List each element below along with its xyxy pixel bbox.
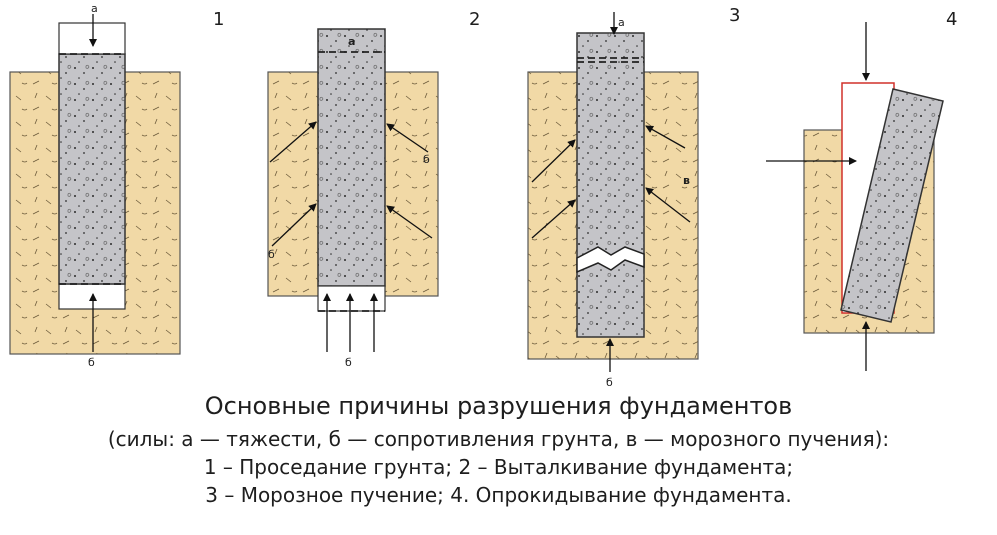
caption-causes-1-2: 1 – Проседание грунта; 2 – Выталкивание … xyxy=(203,455,794,479)
force-label-b-left: б xyxy=(268,248,275,261)
force-arrow-left-lower xyxy=(531,199,576,239)
concrete-texture xyxy=(841,89,943,322)
force-label-a: а xyxy=(618,16,625,29)
panel-1: а б 1 xyxy=(9,2,224,369)
force-label-b-right: б xyxy=(423,153,430,166)
caption-forces-legend: (силы: а — тяжести, б — сопротивления гр… xyxy=(107,427,890,451)
panel-number: 1 xyxy=(213,9,224,30)
void-top xyxy=(58,22,126,55)
void-bottom xyxy=(58,283,126,310)
void-bottom xyxy=(317,285,386,312)
concrete-texture xyxy=(577,33,644,337)
force-arrow-right-lower xyxy=(645,187,691,223)
concrete-texture xyxy=(318,29,385,286)
force-arrow-right-upper xyxy=(645,125,686,149)
concrete-texture xyxy=(59,54,125,284)
panel-4: 4 xyxy=(766,9,957,371)
force-label-a: а xyxy=(348,35,355,48)
caption-causes-3-4: 3 – Морозное пучение; 4. Опрокидывание ф… xyxy=(205,483,792,507)
force-arrow-right-lower xyxy=(386,205,433,239)
panel-number: 3 xyxy=(729,5,740,26)
crack-zigzag xyxy=(576,246,645,274)
force-label-a: а xyxy=(91,2,98,15)
panel-number: 4 xyxy=(946,9,957,30)
force-arrow-left-lower xyxy=(271,203,317,247)
panel-number: 2 xyxy=(469,9,480,30)
force-arrow-left-upper xyxy=(269,121,317,163)
caption-title: Основные причины разрушения фундаментов xyxy=(204,392,793,420)
force-arrow-right-upper xyxy=(386,123,429,153)
force-label-v: в xyxy=(683,174,690,187)
force-label-b: б xyxy=(606,376,613,389)
panel-3: а в б 3 xyxy=(527,5,740,389)
force-label-b: б xyxy=(88,356,95,369)
panel-2: а б б б 2 xyxy=(267,9,480,369)
force-label-b-bottom: б xyxy=(345,356,352,369)
force-arrow-left-upper xyxy=(531,139,576,183)
foundation-failure-diagram: а б 1 а б б б 2 xyxy=(9,2,957,389)
